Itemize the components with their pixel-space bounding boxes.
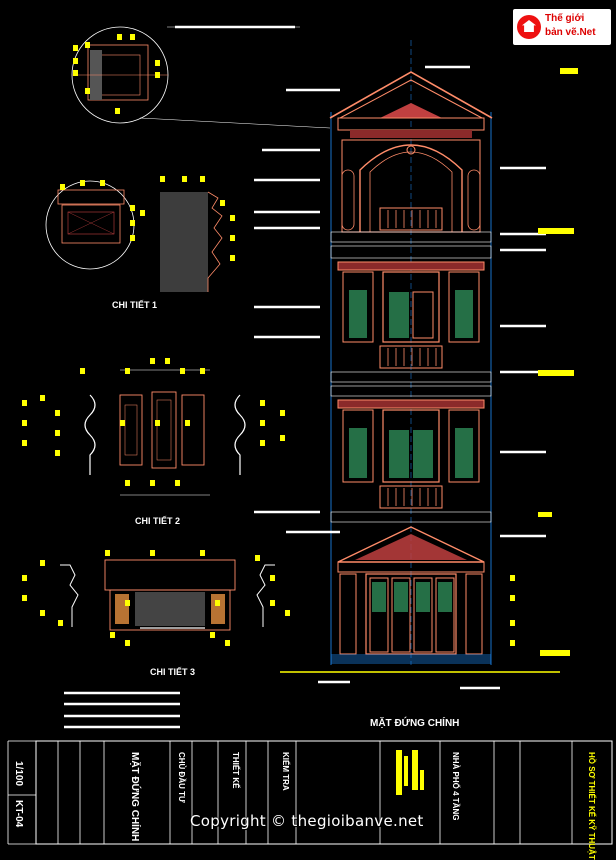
check-label: KIỂM TRA: [281, 752, 290, 791]
title-block: [7, 740, 613, 845]
logo-line-1: Thế giới: [545, 13, 585, 24]
firm-name: HỒ SƠ THIẾT KẾ KỸ THUẬT: [587, 752, 596, 860]
owner-label: CHỦ ĐẦU TƯ: [177, 752, 186, 803]
elevation-title: MẶT ĐỨNG CHÍNH: [370, 718, 460, 729]
detail-2-column-profiles: [84, 369, 246, 496]
detail-3-label: CHI TIẾT 3: [150, 667, 196, 677]
drawing-name: MẶT ĐỨNG CHÍNH: [129, 752, 140, 842]
brand-logo[interactable]: Thế giới bản vẽ.Net: [513, 9, 611, 45]
logo-line-2: bản vẽ.Net: [545, 27, 596, 38]
copyright-watermark: Copyright © thegioibanve.net: [190, 812, 424, 830]
dimension-tags: [22, 34, 290, 646]
detail-1-cornice-section: [45, 180, 223, 292]
detail-2-label: CHI TIẾT 2: [135, 516, 181, 526]
detail-3-window-head: [60, 559, 275, 631]
project-name: NHÀ PHỐ 4 TẦNG: [451, 752, 460, 821]
general-notes-lines: [64, 691, 180, 729]
front-elevation-drawing: [280, 40, 560, 673]
house-icon: [517, 15, 541, 39]
design-label: THIẾT KẾ: [231, 752, 240, 789]
sheet-number: KT-04: [13, 800, 24, 828]
level-dimensions: [510, 68, 578, 656]
scale-value: 1/100: [13, 761, 24, 787]
detail-1-label: CHI TIẾT 1: [112, 300, 158, 310]
elevation-note-leaders: [175, 25, 546, 690]
detail-1-circle-callout: [71, 26, 331, 129]
